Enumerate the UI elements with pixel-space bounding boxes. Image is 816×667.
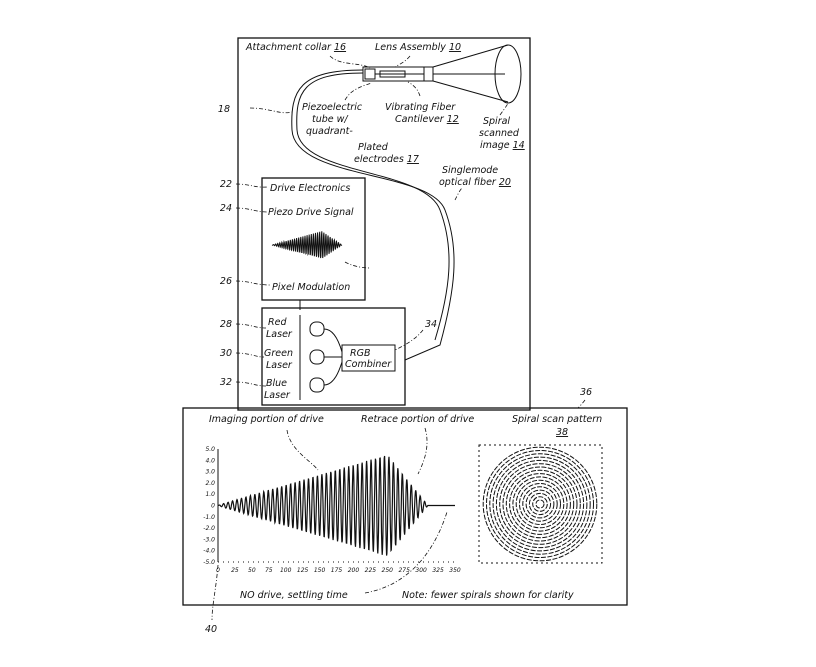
spiral-ring (486, 450, 594, 558)
ref-30: 30 (220, 348, 232, 359)
label-plated-2: electrodes 17 (354, 154, 419, 165)
label-plated-1: Plated (358, 142, 389, 153)
y-tick-label: 3.0 (205, 469, 215, 476)
spiral-ring (522, 486, 558, 522)
spiral-ring (509, 473, 571, 535)
y-tick-label: -1.0 (203, 514, 215, 521)
y-tick-label: -3.0 (203, 536, 215, 543)
no-drive-label: NO drive, settling time (240, 590, 348, 601)
red-laser-label-1: Red (268, 317, 287, 328)
blue-laser-label-1: Blue (266, 378, 287, 389)
x-tick-label: 325 (432, 567, 444, 574)
x-tick-label: 0 (216, 567, 220, 574)
label-piezo-3: quadrant- (306, 126, 353, 137)
x-tick-label: 50 (248, 567, 256, 574)
x-tick-label: 250 (382, 567, 394, 574)
pixel-modulation-label: Pixel Modulation (272, 282, 350, 293)
y-tick-label: -2.0 (203, 525, 215, 532)
spiral-frame (478, 444, 603, 564)
label-piezo-1: Piezoelectric (302, 102, 363, 113)
label-fiber-1: Singlemode (442, 165, 498, 176)
spiral-pattern-label: Spiral scan pattern (512, 414, 602, 425)
spiral-ring (495, 459, 585, 549)
lens-assembly-device (362, 66, 434, 82)
ref-32: 32 (220, 377, 232, 388)
laser-diodes (309, 321, 343, 393)
spiral-ring (492, 456, 588, 552)
x-tick-label: 125 (297, 567, 309, 574)
label-attachment-collar: Attachment collar 16 (245, 42, 346, 53)
ref-26: 26 (220, 276, 232, 287)
combiner-label-1: RGB (350, 348, 370, 359)
note-label: Note: fewer spirals shown for clarity (402, 590, 574, 601)
drive-chart-panel (182, 407, 628, 606)
spiral-ring (532, 496, 548, 512)
ref-18: 18 (218, 104, 230, 115)
green-laser-label-2: Laser (266, 360, 293, 371)
ref-38: 38 (556, 427, 568, 438)
x-tick-label: 275 (398, 567, 410, 574)
device-frame (237, 37, 531, 411)
x-tick-label: 350 (449, 567, 461, 574)
red-laser-label-2: Laser (266, 329, 293, 340)
spiral-ring (535, 499, 545, 509)
drive-electronics-box (261, 177, 366, 301)
label-fiber-2: optical fiber 20 (439, 177, 511, 188)
x-tick-label: 225 (365, 567, 377, 574)
label-lens-assembly: Lens Assembly 10 (375, 42, 461, 53)
rgb-combiner (341, 344, 396, 372)
laser-box (261, 307, 406, 406)
y-tick-label: -4.0 (203, 548, 215, 555)
y-tick-label: 2.0 (205, 480, 215, 487)
spiral-ring (482, 446, 598, 562)
spiral-scan-pattern (482, 446, 598, 562)
spiral-ring (505, 469, 575, 539)
x-tick-label: 150 (314, 567, 326, 574)
y-tick-label: -5.0 (203, 559, 215, 566)
x-tick-label: 25 (231, 567, 239, 574)
spiral-ring (525, 489, 555, 519)
combiner-label-2: Combiner (345, 359, 392, 370)
ref-24: 24 (220, 203, 232, 214)
x-tick-label: 300 (415, 567, 427, 574)
x-tick-label: 175 (331, 567, 343, 574)
ref-28: 28 (220, 319, 232, 330)
retrace-portion-label: Retrace portion of drive (361, 414, 474, 425)
imaging-portion-label: Imaging portion of drive (209, 414, 324, 425)
y-tick-label: 0 (211, 503, 215, 510)
label-cantilever-2: Cantilever 12 (395, 114, 459, 125)
y-tick-label: 1.0 (205, 491, 215, 498)
x-tick-label: 200 (348, 567, 360, 574)
y-tick-label: 4.0 (205, 457, 215, 464)
singlemode-fiber (291, 69, 455, 361)
x-tick-label: 100 (280, 567, 292, 574)
ref-40: 40 (205, 624, 217, 635)
spiral-ring (515, 479, 565, 529)
mini-drive-waveform (271, 231, 343, 259)
x-tick-label: 75 (265, 567, 273, 574)
label-spiral-3: image 14 (480, 140, 525, 151)
drive-waveform-series (217, 455, 455, 556)
spiral-ring (519, 483, 561, 525)
ref-34: 34 (425, 319, 437, 330)
green-laser-label-1: Green (264, 348, 293, 359)
y-tick-label: 5.0 (205, 446, 215, 453)
blue-laser-label-2: Laser (264, 390, 291, 401)
spiral-ring (489, 453, 591, 555)
spiral-ring (528, 492, 552, 516)
label-cantilever-1: Vibrating Fiber (385, 102, 456, 113)
spiral-ring (502, 466, 578, 542)
scan-cone (432, 44, 522, 104)
piezo-drive-signal-label: Piezo Drive Signal (268, 207, 354, 218)
label-piezo-2: tube w/ (312, 114, 349, 125)
label-spiral-2: scanned (479, 128, 520, 139)
spiral-ring (512, 476, 568, 532)
drive-electronics-label: Drive Electronics (270, 183, 350, 194)
label-spiral-1: Spiral (483, 116, 510, 127)
spiral-ring (499, 463, 581, 545)
ref-36: 36 (580, 387, 592, 398)
ref-22: 22 (220, 179, 232, 190)
